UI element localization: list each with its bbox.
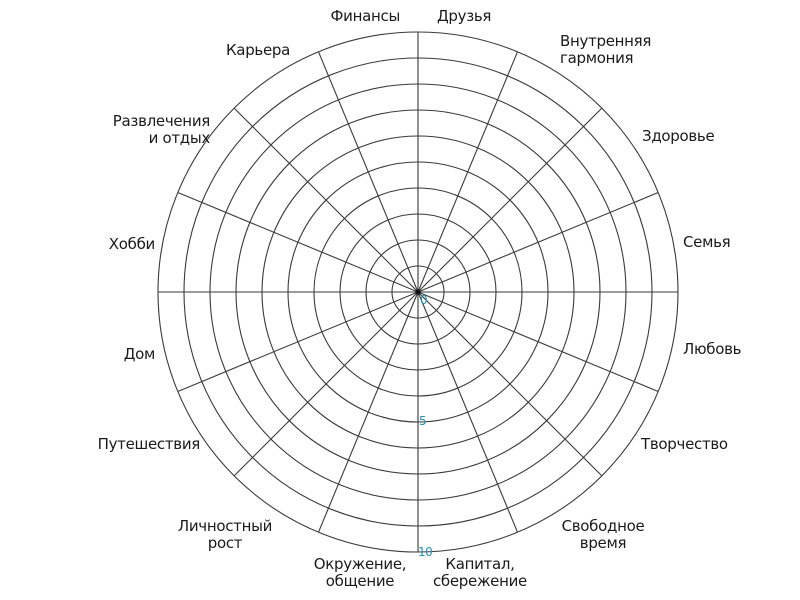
sector-label-health: Здоровье xyxy=(642,127,715,145)
spoke-7 xyxy=(417,291,519,533)
spoke-10 xyxy=(233,291,419,477)
center-dot xyxy=(415,289,421,295)
sector-label-inner-harmony: Внутренняя гармония xyxy=(560,32,652,67)
spoke-1 xyxy=(417,51,519,293)
sector-label-personal-growth: Личностный рост xyxy=(177,517,273,552)
sector-label-travel: Путешествия xyxy=(97,435,201,453)
spoke-6 xyxy=(417,291,603,477)
sector-label-love: Любовь xyxy=(683,340,742,358)
scale-label-10: 10 xyxy=(418,545,433,559)
spoke-14 xyxy=(233,107,419,293)
sector-label-finance: Финансы xyxy=(330,7,401,25)
spoke-5 xyxy=(417,291,659,393)
sector-label-environment-communication: Окружение, общение xyxy=(313,555,407,590)
sector-label-creativity: Творчество xyxy=(641,435,728,453)
sector-label-family: Семья xyxy=(683,233,731,251)
spoke-15 xyxy=(317,51,419,293)
spoke-11 xyxy=(177,291,419,393)
sector-label-capital-savings: Капитал, сбережение xyxy=(432,555,527,590)
sector-label-hobby: Хобби xyxy=(108,235,156,253)
sector-label-entertainment-rest: Развлечения и отдых xyxy=(112,112,211,147)
sector-label-free-time: Свободное время xyxy=(561,517,645,552)
spoke-3 xyxy=(417,191,659,293)
scale-label-0: 0 xyxy=(420,293,428,307)
spoke-2 xyxy=(417,107,603,293)
scale-label-5: 5 xyxy=(419,414,427,428)
sector-label-home: Дом xyxy=(123,345,156,363)
sector-label-career: Карьера xyxy=(225,41,290,59)
sector-label-friends: Друзья xyxy=(437,7,492,25)
spoke-13 xyxy=(177,191,419,293)
spokes xyxy=(158,32,678,552)
spoke-9 xyxy=(317,291,419,533)
